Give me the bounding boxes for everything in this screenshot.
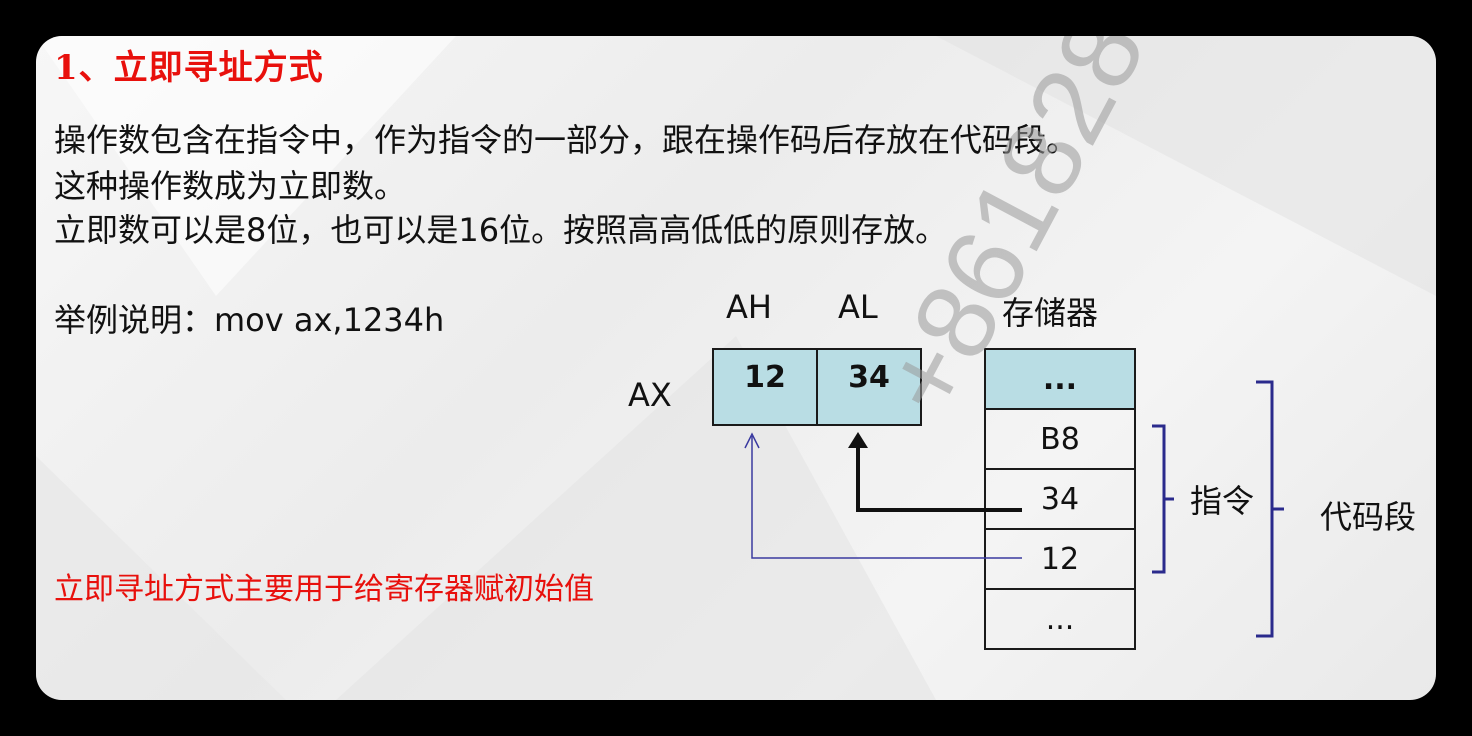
segment-label: 代码段 <box>1320 498 1417 536</box>
al-label: AL <box>838 288 878 326</box>
paragraph-1: 操作数包含在指令中，作为指令的一部分，跟在操作码后存放在代码段。 <box>54 121 1079 159</box>
ax-label: AX <box>628 376 672 414</box>
segment-bracket <box>1256 380 1284 638</box>
instruction-bracket <box>1152 424 1174 574</box>
ah-label: AH <box>726 288 772 326</box>
ah-cell: 12 <box>712 348 818 426</box>
paragraph-2: 这种操作数成为立即数。 <box>54 167 407 205</box>
arrow-high-byte <box>751 436 1022 559</box>
slide: 1、立即寻址方式 操作数包含在指令中，作为指令的一部分，跟在操作码后存放在代码段… <box>36 36 1436 700</box>
paragraph-3: 立即数可以是8位，也可以是16位。按照高高低低的原则存放。 <box>54 211 948 249</box>
memory-cell-bottom: ... <box>984 588 1136 650</box>
memory-cell-low-byte: 34 <box>984 468 1136 530</box>
arrow-high-byte-head <box>744 432 760 449</box>
instruction-label: 指令 <box>1190 482 1255 520</box>
al-cell: 34 <box>816 348 922 426</box>
arrow-low-byte <box>856 438 1022 512</box>
example-text: 举例说明：mov ax,1234h <box>54 301 445 339</box>
diagram-lines <box>744 380 1284 638</box>
summary-note: 立即寻址方式主要用于给寄存器赋初始值 <box>54 572 594 607</box>
slide-title: 1、立即寻址方式 <box>54 48 324 88</box>
arrow-low-byte-head <box>848 432 868 448</box>
memory-label: 存储器 <box>1002 294 1099 332</box>
memory-cell-opcode: B8 <box>984 408 1136 470</box>
